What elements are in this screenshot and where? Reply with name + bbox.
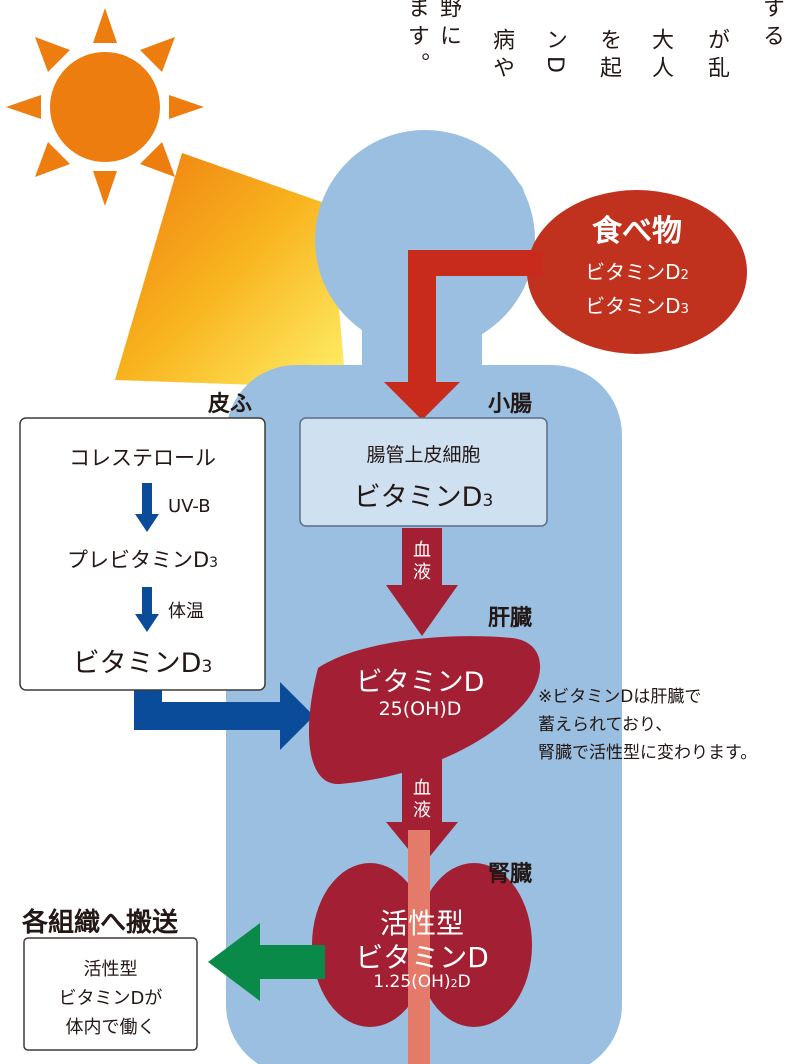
food-to-intestine-arrow [384,250,543,420]
sun-icon [6,8,204,206]
cholesterol-text: コレステロール [69,446,216,470]
kidney-label: 腎臓 [488,862,533,887]
transport-title: 各組織へ搬送 [22,908,179,938]
body-temp-label: 体温 [168,601,204,622]
skin-vitamin-d3-text: ビタミンD3 [72,648,213,679]
vertical-text-col-3: 大人 [648,28,673,84]
skin-box [19,417,266,691]
intestine-vitamin-text: ビタミンD3 [353,482,494,513]
sunlight-beam [115,153,346,388]
blood-arrow-2 [386,750,458,866]
food-ellipse [527,190,747,354]
liver-label: 肝臓 [488,606,533,631]
skin-to-liver-arrow [134,682,314,750]
food-line-2: ビタミンD3 [585,294,689,318]
kidney-formula: 1.25(OH)2D [373,972,471,992]
kidney-title-2: ビタミンD [355,941,489,974]
skin-label: 皮ふ [208,392,253,417]
previtamin-text: プレビタミンD3 [66,548,219,572]
vertical-text-col-7: 野に [436,0,461,52]
kidney-shape [312,863,532,1027]
food-title: 食べ物 [592,214,682,249]
intestinal-cell-text: 腸管上皮細胞 [366,444,481,466]
food-line-1: ビタミンD2 [585,260,689,284]
vertical-text-col-1: する [759,0,784,52]
vertical-text-col-2: が乱 [704,28,729,84]
blood-label-2: 血液 [413,778,431,821]
blood-label-1: 血液 [413,540,431,583]
vertical-text-col-4: を起 [596,28,621,84]
note-line-1: ※ビタミンDは肝臓で [538,687,702,707]
vertical-text-col-6: 病や [489,28,514,84]
liver-shape [308,636,541,785]
note-line-3: 腎臓で活性型に変わります。 [538,743,758,763]
vertical-text-col-5: ンD [542,28,567,79]
body-temp-arrow [135,587,159,632]
blood-arrow-1 [386,528,458,636]
uv-b-arrow [135,483,159,532]
uv-b-label: UV-B [168,496,211,517]
vertical-text-col-8: ます。 [404,0,429,80]
kidney-title-1: 活性型 [379,907,464,940]
storage-note: ※ビタミンDは肝臓で 蓄えられており、 腎臓で活性型に変わります。 [538,683,757,767]
intestine-label: 小腸 [488,392,533,417]
note-line-2: 蓄えられており、 [538,715,673,735]
liver-vitamin-text: ビタミンD [355,667,485,698]
blood-vessel [408,830,430,1064]
transport-box [23,937,198,1051]
transport-text: 活性型 ビタミンDが 体内で働く [58,959,163,1038]
intestine-box [299,417,548,527]
transport-arrow [208,923,325,1001]
liver-formula-text: 25(OH)D [378,698,462,720]
